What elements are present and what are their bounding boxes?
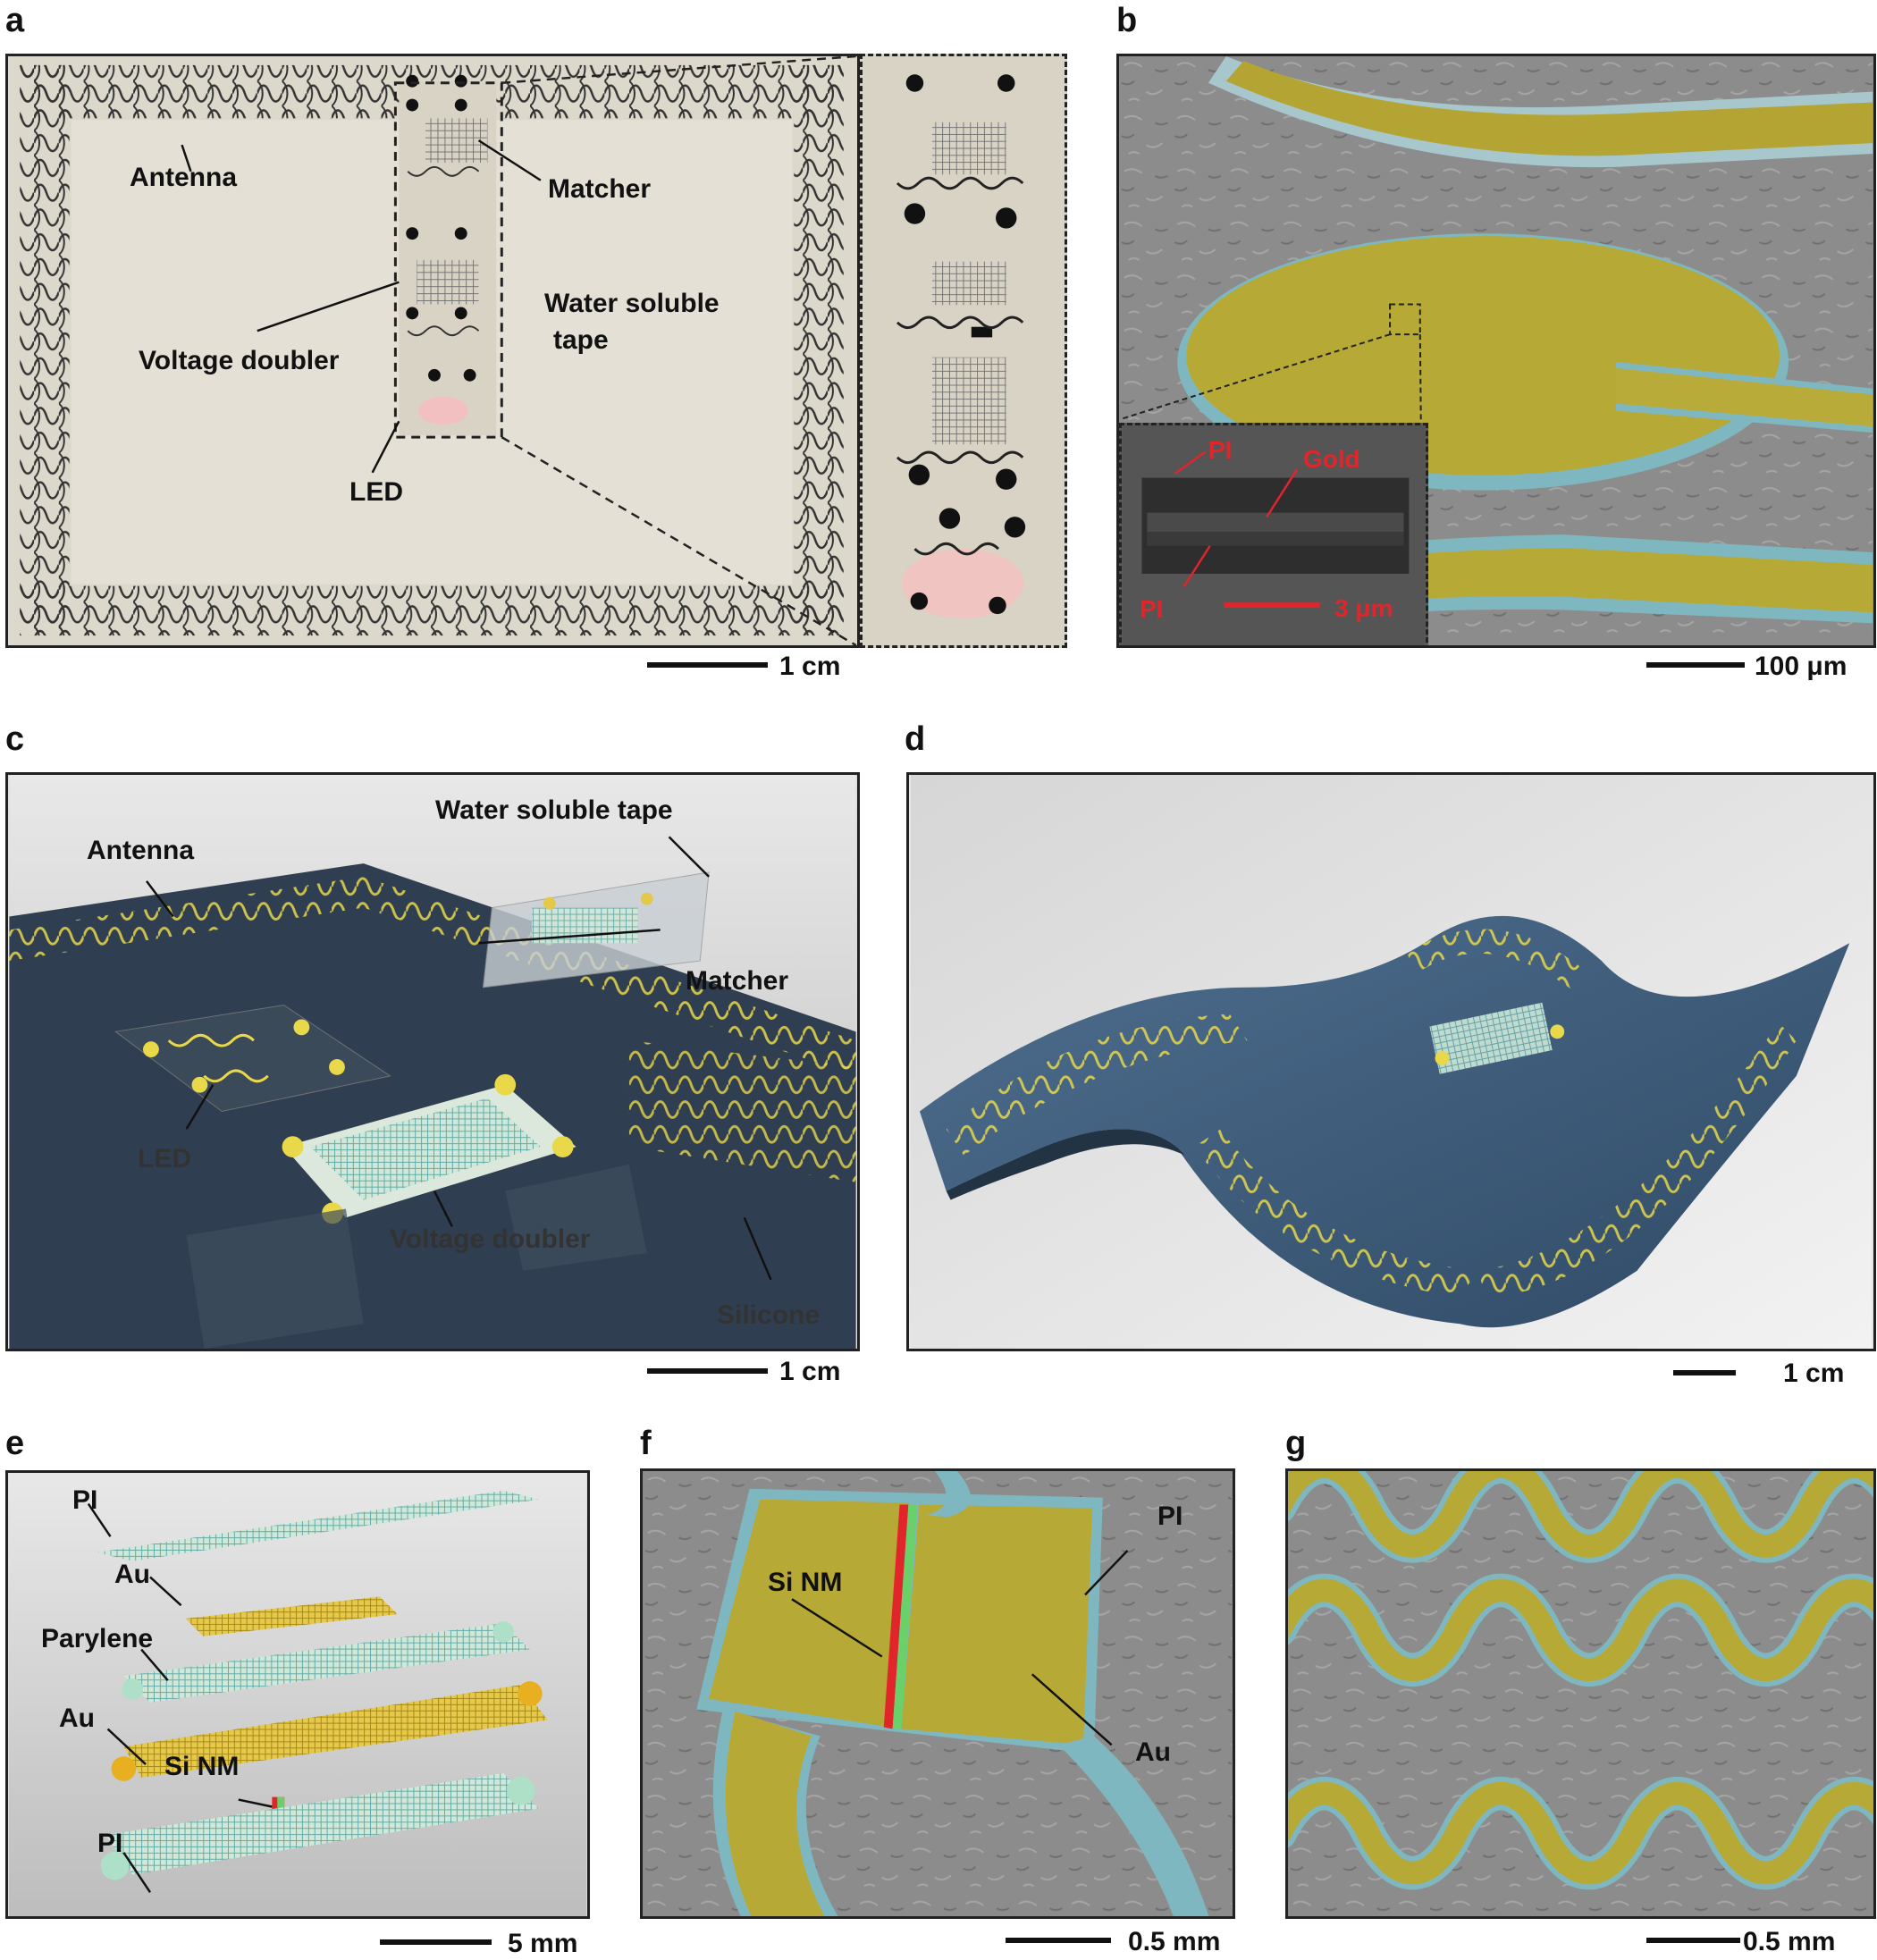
label-antenna-c: Antenna <box>87 836 194 865</box>
label-water-soluble: Water soluble <box>544 289 720 318</box>
panel-a-zoom-image <box>863 61 1065 641</box>
panel-g-sem <box>1285 1468 1876 1919</box>
panel-letter-f: f <box>640 1425 652 1462</box>
inset-label-gold: Gold <box>1303 445 1360 473</box>
panel-letter-g: g <box>1285 1425 1307 1462</box>
label-pi-bottom-e: PI <box>97 1829 123 1858</box>
label-voltage-doubler-c: Voltage doubler <box>390 1224 591 1254</box>
scale-label-d: 1 cm <box>1783 1359 1845 1388</box>
scale-label-a: 1 cm <box>779 652 841 681</box>
label-voltage-doubler: Voltage doubler <box>139 346 340 375</box>
scale-label-b: 100 μm <box>1755 652 1848 681</box>
panel-letter-b: b <box>1116 2 1138 39</box>
panel-b-sem: PI Gold PI 3 μm <box>1116 54 1876 648</box>
panel-a-photo: Antenna Matcher Water soluble tape Volta… <box>5 54 860 648</box>
panel-d-render <box>906 772 1876 1351</box>
scale-bar-g <box>1646 1938 1740 1943</box>
label-led: LED <box>349 477 403 507</box>
scale-label-f: 0.5 mm <box>1128 1927 1221 1956</box>
label-pi-f: PI <box>1157 1502 1183 1531</box>
label-matcher: Matcher <box>548 174 652 204</box>
label-silicone: Silicone <box>717 1300 821 1330</box>
scale-bar-d <box>1673 1370 1736 1375</box>
label-led-c: LED <box>138 1144 191 1173</box>
panel-letter-c: c <box>5 720 25 758</box>
label-si-nm-e: Si NM <box>164 1752 240 1781</box>
panel-letter-a: a <box>5 2 25 39</box>
panel-letter-d: d <box>905 720 926 758</box>
label-water-soluble-tape: Water soluble tape <box>435 795 673 825</box>
panel-f-sem: Si NM PI Au <box>640 1468 1235 1919</box>
label-au-bottom-e: Au <box>59 1703 95 1733</box>
label-au-f: Au <box>1135 1737 1171 1767</box>
panel-e-exploded-view: PI Au Parylene Au Si NM PI <box>5 1470 590 1919</box>
scale-label-e: 5 mm <box>508 1929 578 1958</box>
scale-label-c: 1 cm <box>779 1357 841 1386</box>
panel-g-sem-image <box>1288 1471 1873 1916</box>
label-parylene: Parylene <box>41 1624 154 1653</box>
scale-bar-e <box>380 1939 492 1945</box>
panel-e-render-image <box>8 1473 587 1916</box>
label-tape: tape <box>553 325 609 355</box>
panel-c-render: Water soluble tape Antenna Matcher LED V… <box>5 772 860 1351</box>
scale-bar-c <box>647 1368 768 1374</box>
label-si-nm-f: Si NM <box>768 1568 843 1597</box>
panel-a-device-image <box>9 56 857 645</box>
inset-label-pi-top: PI <box>1208 436 1233 464</box>
inset-label-pi-bottom: PI <box>1140 595 1164 623</box>
scale-label-g: 0.5 mm <box>1743 1927 1836 1956</box>
scale-bar-b <box>1646 662 1745 668</box>
panel-d-render-image <box>911 775 1872 1349</box>
scale-bar-a <box>647 662 768 668</box>
panel-c-render-image <box>9 775 856 1349</box>
panel-a-zoom-inset <box>860 54 1067 648</box>
inset-scale-label: 3 μm <box>1334 594 1393 622</box>
label-matcher-c: Matcher <box>686 966 789 996</box>
panel-b-inset-image <box>1123 425 1425 645</box>
label-au-top-e: Au <box>114 1560 150 1589</box>
label-antenna: Antenna <box>130 163 237 192</box>
panel-letter-e: e <box>5 1425 25 1462</box>
label-pi-top-e: PI <box>72 1485 98 1515</box>
scale-bar-f <box>1006 1938 1111 1943</box>
panel-b-inset: PI Gold PI 3 μm <box>1119 423 1428 645</box>
panel-f-sem-image <box>643 1471 1233 1916</box>
